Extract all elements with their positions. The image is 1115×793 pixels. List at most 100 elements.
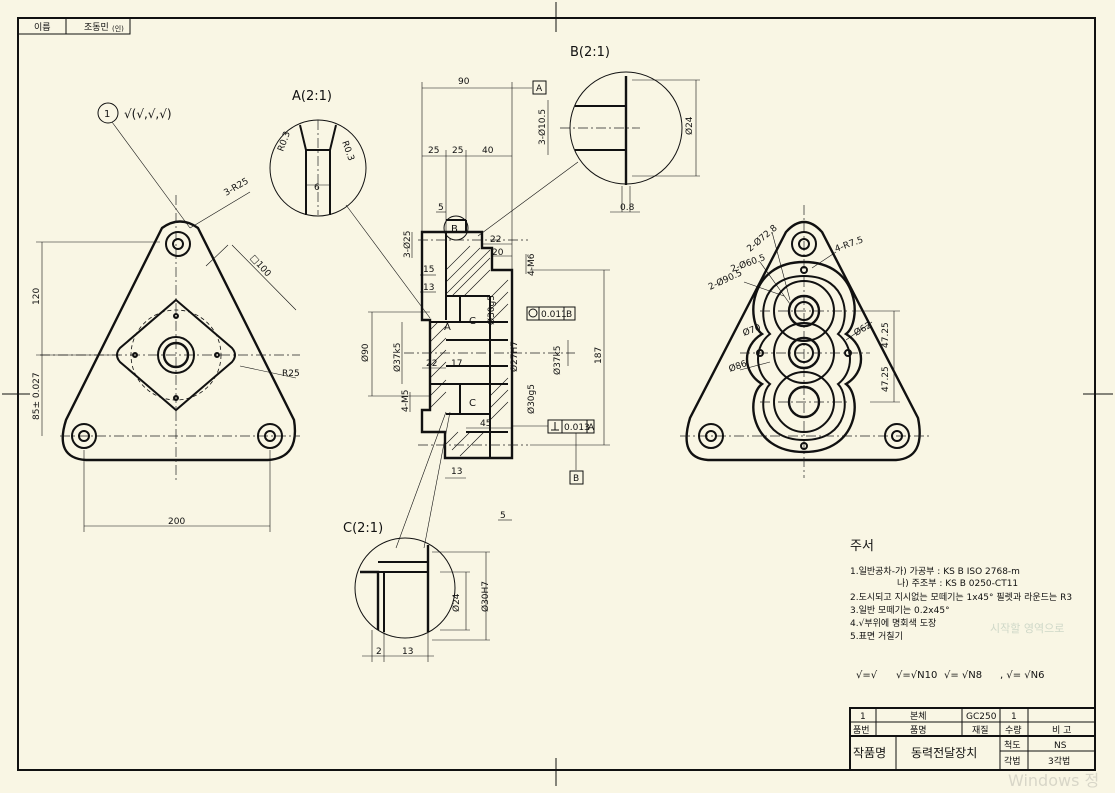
name-label: 이름 (34, 22, 51, 33)
dim-200: 200 (168, 517, 185, 527)
dim-phi37k5-left: Ø37k5 (392, 343, 403, 372)
dim-4-r75: 4-R7.5 (834, 235, 865, 255)
dim-r25: R25 (282, 369, 300, 379)
dim-phi30g5-bot: Ø30g5 (526, 384, 537, 414)
dim-3-r25: 3-R25 (223, 177, 251, 199)
dim-13b: 13 (451, 467, 462, 477)
mark-c-upper: C (469, 316, 476, 327)
dim-phi62: Ø62 (852, 320, 874, 339)
dim-2-phi728: 2-Ø72.8 (745, 222, 780, 254)
dim-13: 13 (423, 283, 434, 293)
note-line-4: 4.√부위에 명회색 도장 (850, 618, 936, 629)
detail-a-r03-left: R0.3 (276, 130, 292, 153)
dim-phi90: Ø90 (360, 343, 371, 362)
tb-row1-material: GC250 (966, 712, 997, 722)
tb-proj-value: 3각법 (1048, 755, 1070, 767)
note-line-1b: 나) 주조부 : KS B 0250-CT11 (897, 578, 1018, 589)
tb-header-remark: 비 고 (1052, 725, 1071, 736)
dim-22: 22 (490, 235, 501, 245)
detail-b-title: B(2:1) (570, 45, 610, 60)
detail-c-phi24: Ø24 (451, 593, 462, 612)
mark-c-lower: C (469, 398, 476, 409)
detail-a-width: 6 (314, 183, 320, 193)
tb-scale-value: NS (1054, 741, 1067, 751)
detail-b-phi24: Ø24 (684, 116, 695, 135)
notes-block: 주서 1.일반공차-가) 가공부 : KS B ISO 2768-m 나) 주조… (850, 539, 1072, 681)
gdt-circularity-ref: B (566, 310, 572, 320)
detail-a: A(2:1) 6 R0.3 R0.3 (269, 89, 431, 319)
dim-15: 15 (423, 265, 434, 275)
dim-5-top: 5 (438, 203, 444, 213)
tb-row1-no: 1 (860, 712, 866, 722)
section-hatching (429, 245, 509, 457)
tb-work-name: 동력전달장치 (911, 746, 977, 760)
tb-row1-qty: 1 (1011, 712, 1017, 722)
note-line-5: 5.표면 거칠기 (850, 631, 903, 642)
tb-header-material: 재질 (972, 724, 989, 736)
detail-c-2: 2 (376, 647, 382, 657)
roughness-callout: 1 √(√,√,√) (97, 102, 191, 229)
dim-square-100: □100 (248, 253, 273, 279)
roughness-legend-2: √=√N10 (896, 670, 937, 681)
note-line-2: 2.도시되고 지시없는 모떼기는 1x45° 필렛과 라운드는 R3 (850, 591, 1072, 603)
rear-view: 2-Ø72.8 2-Ø60.5 2-Ø90.5 4-R7.5 Ø70 Ø62 Ø… (680, 205, 930, 478)
tb-header-qty: 수량 (1005, 724, 1022, 736)
dim-phi27h7: Ø27H7 (509, 341, 520, 372)
dim-25b: 25 (452, 146, 463, 156)
roughness-balloon-number: 1 (104, 109, 110, 120)
note-line-3: 3.일반 모떼기는 0.2x45° (850, 605, 950, 616)
tb-header-no: 품번 (853, 725, 870, 736)
dim-90: 90 (458, 77, 470, 87)
notes-title: 주서 (850, 539, 874, 554)
dim-4725-upper: 47.25 (881, 322, 891, 348)
detail-b-phi105: 3-Ø10.5 (537, 109, 548, 145)
dim-20: 20 (492, 248, 504, 258)
dim-phi37k5-right: Ø37k5 (552, 346, 563, 375)
detail-a-r03-right: R0.3 (339, 140, 355, 163)
dim-22b: 22 (426, 359, 437, 369)
roughness-legend: √(√,√,√) (124, 107, 172, 121)
dim-45: 45 (480, 419, 491, 429)
name-value: 조동민 (84, 22, 109, 33)
roughness-legend-1: √=√ (856, 670, 878, 681)
tb-scale-label: 척도 (1004, 740, 1021, 751)
datum-a: A (536, 84, 543, 94)
tb-row1-name: 본체 (910, 711, 927, 722)
dim-120: 120 (32, 288, 42, 305)
dim-187: 187 (594, 347, 604, 364)
detail-c-13: 13 (402, 647, 413, 657)
detail-c: C(2:1) Ø24 Ø30H7 2 13 (343, 521, 491, 662)
dim-4725-lower: 47.25 (881, 366, 891, 392)
gdt-perp-ref: A (588, 423, 595, 433)
dim-40: 40 (482, 146, 494, 156)
dim-17: 17 (451, 359, 462, 369)
dim-2-phi905: 2-Ø90.5 (707, 267, 744, 292)
dim-5-bot: 5 (500, 511, 506, 521)
roughness-legend-3: √= √N8 (944, 670, 982, 681)
dim-4-m5: 4-M5 (401, 390, 411, 412)
dim-phi86: Ø86 (727, 358, 748, 375)
title-block: 1 본체 GC250 1 품번 품명 재질 수량 비 고 작품명 동력전달장치 … (849, 707, 1096, 771)
dim-85: 85± 0.027 (32, 372, 42, 420)
gdt-circularity-value: 0.011 (541, 310, 567, 320)
dim-25a: 25 (428, 146, 439, 156)
detail-b: B(2:1) 3-Ø10.5 Ø24 0.8 (477, 45, 700, 237)
gdt-perp-value: 0.013 (564, 423, 590, 433)
section-view: 90 A 25 25 40 5 22 20 4-M6 3-Ø25 15 13 Ø… (360, 77, 610, 549)
tb-proj-label: 각법 (1004, 755, 1021, 767)
watermark-text: 시작할 영역으로 (990, 622, 1064, 635)
name-box: 이름 조동민 (인) (17, 17, 131, 35)
note-line-1: 1.일반공차-가) 가공부 : KS B ISO 2768-m (850, 565, 1020, 577)
dim-phi30g5-top: Ø30g5 (486, 295, 497, 325)
detail-a-title: A(2:1) (292, 89, 332, 104)
dim-4-m6: 4-M6 (527, 253, 537, 276)
tb-header-name: 품명 (910, 725, 927, 736)
detail-c-phi30h7: Ø30H7 (480, 581, 491, 612)
os-watermark: Windows 정 (1008, 771, 1099, 788)
front-view: 120 85± 0.027 200 3-R25 □100 R25 (32, 177, 300, 532)
detail-c-title: C(2:1) (343, 521, 383, 536)
mark-a: A (444, 322, 451, 333)
